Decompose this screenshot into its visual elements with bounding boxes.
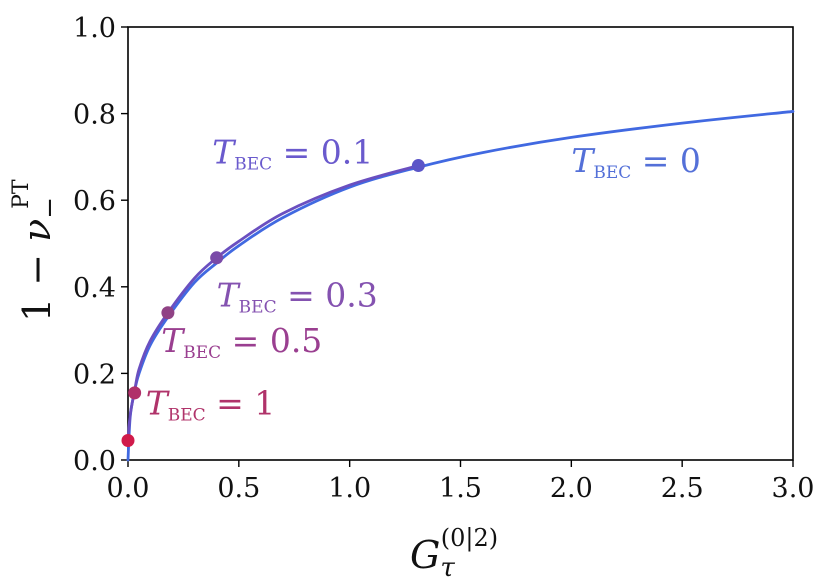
x-tick-label: 0.5 xyxy=(217,473,260,504)
y-axis-label-prefix: 1 − xyxy=(15,242,59,322)
data-point-3 xyxy=(210,251,224,265)
x-axis-label-sub: τ xyxy=(440,553,455,583)
annotation-label: TBEC = 1 xyxy=(146,384,276,426)
x-tick-label: 3.0 xyxy=(772,473,815,504)
x-tick-label: 2.5 xyxy=(661,473,704,504)
y-tick-label: 0.6 xyxy=(73,186,116,217)
x-tick-label: 2.0 xyxy=(550,473,593,504)
data-point-1 xyxy=(128,386,142,400)
y-tick-label: 0.4 xyxy=(73,273,116,304)
annotation-label: TBEC = 0.3 xyxy=(217,275,378,317)
y-axis-label: 1 − ν−PT xyxy=(9,179,65,322)
y-axis-label-sub: − xyxy=(35,197,65,219)
x-axis-label: Gτ(0|2) xyxy=(410,524,498,583)
x-tick-label: 0.0 xyxy=(107,473,150,504)
annotation-label: TBEC = 0 xyxy=(571,141,701,183)
y-tick-label: 1.0 xyxy=(73,13,116,44)
y-axis-label-base: ν xyxy=(15,219,59,242)
data-point-4 xyxy=(411,159,425,173)
x-axis-label-base: G xyxy=(410,533,440,577)
points-layer xyxy=(121,159,425,448)
x-axis-ticks: 0.0 0.5 1.0 1.5 2.0 2.5 3.0 xyxy=(107,460,815,504)
x-tick-label: 1.0 xyxy=(328,473,371,504)
annotation-label: TBEC = 0.1 xyxy=(212,132,373,174)
data-point-2 xyxy=(161,306,175,320)
y-tick-label: 0.2 xyxy=(73,359,116,390)
x-tick-label: 1.5 xyxy=(439,473,482,504)
y-tick-label: 0.0 xyxy=(73,446,116,477)
x-axis-label-sup: (0|2) xyxy=(441,524,498,553)
y-axis-label-sup: PT xyxy=(9,179,34,209)
plot-area: 0.0 0.5 1.0 1.5 2.0 2.5 3.0 0.0 0.2 0.4 0.6 0.8 1.0… xyxy=(73,13,814,504)
y-axis-ticks: 0.0 0.2 0.4 0.6 0.8 1.0 xyxy=(73,13,128,477)
y-tick-label: 0.8 xyxy=(73,100,116,131)
data-point-0 xyxy=(121,434,135,448)
annotation-label: TBEC = 0.5 xyxy=(161,321,322,363)
